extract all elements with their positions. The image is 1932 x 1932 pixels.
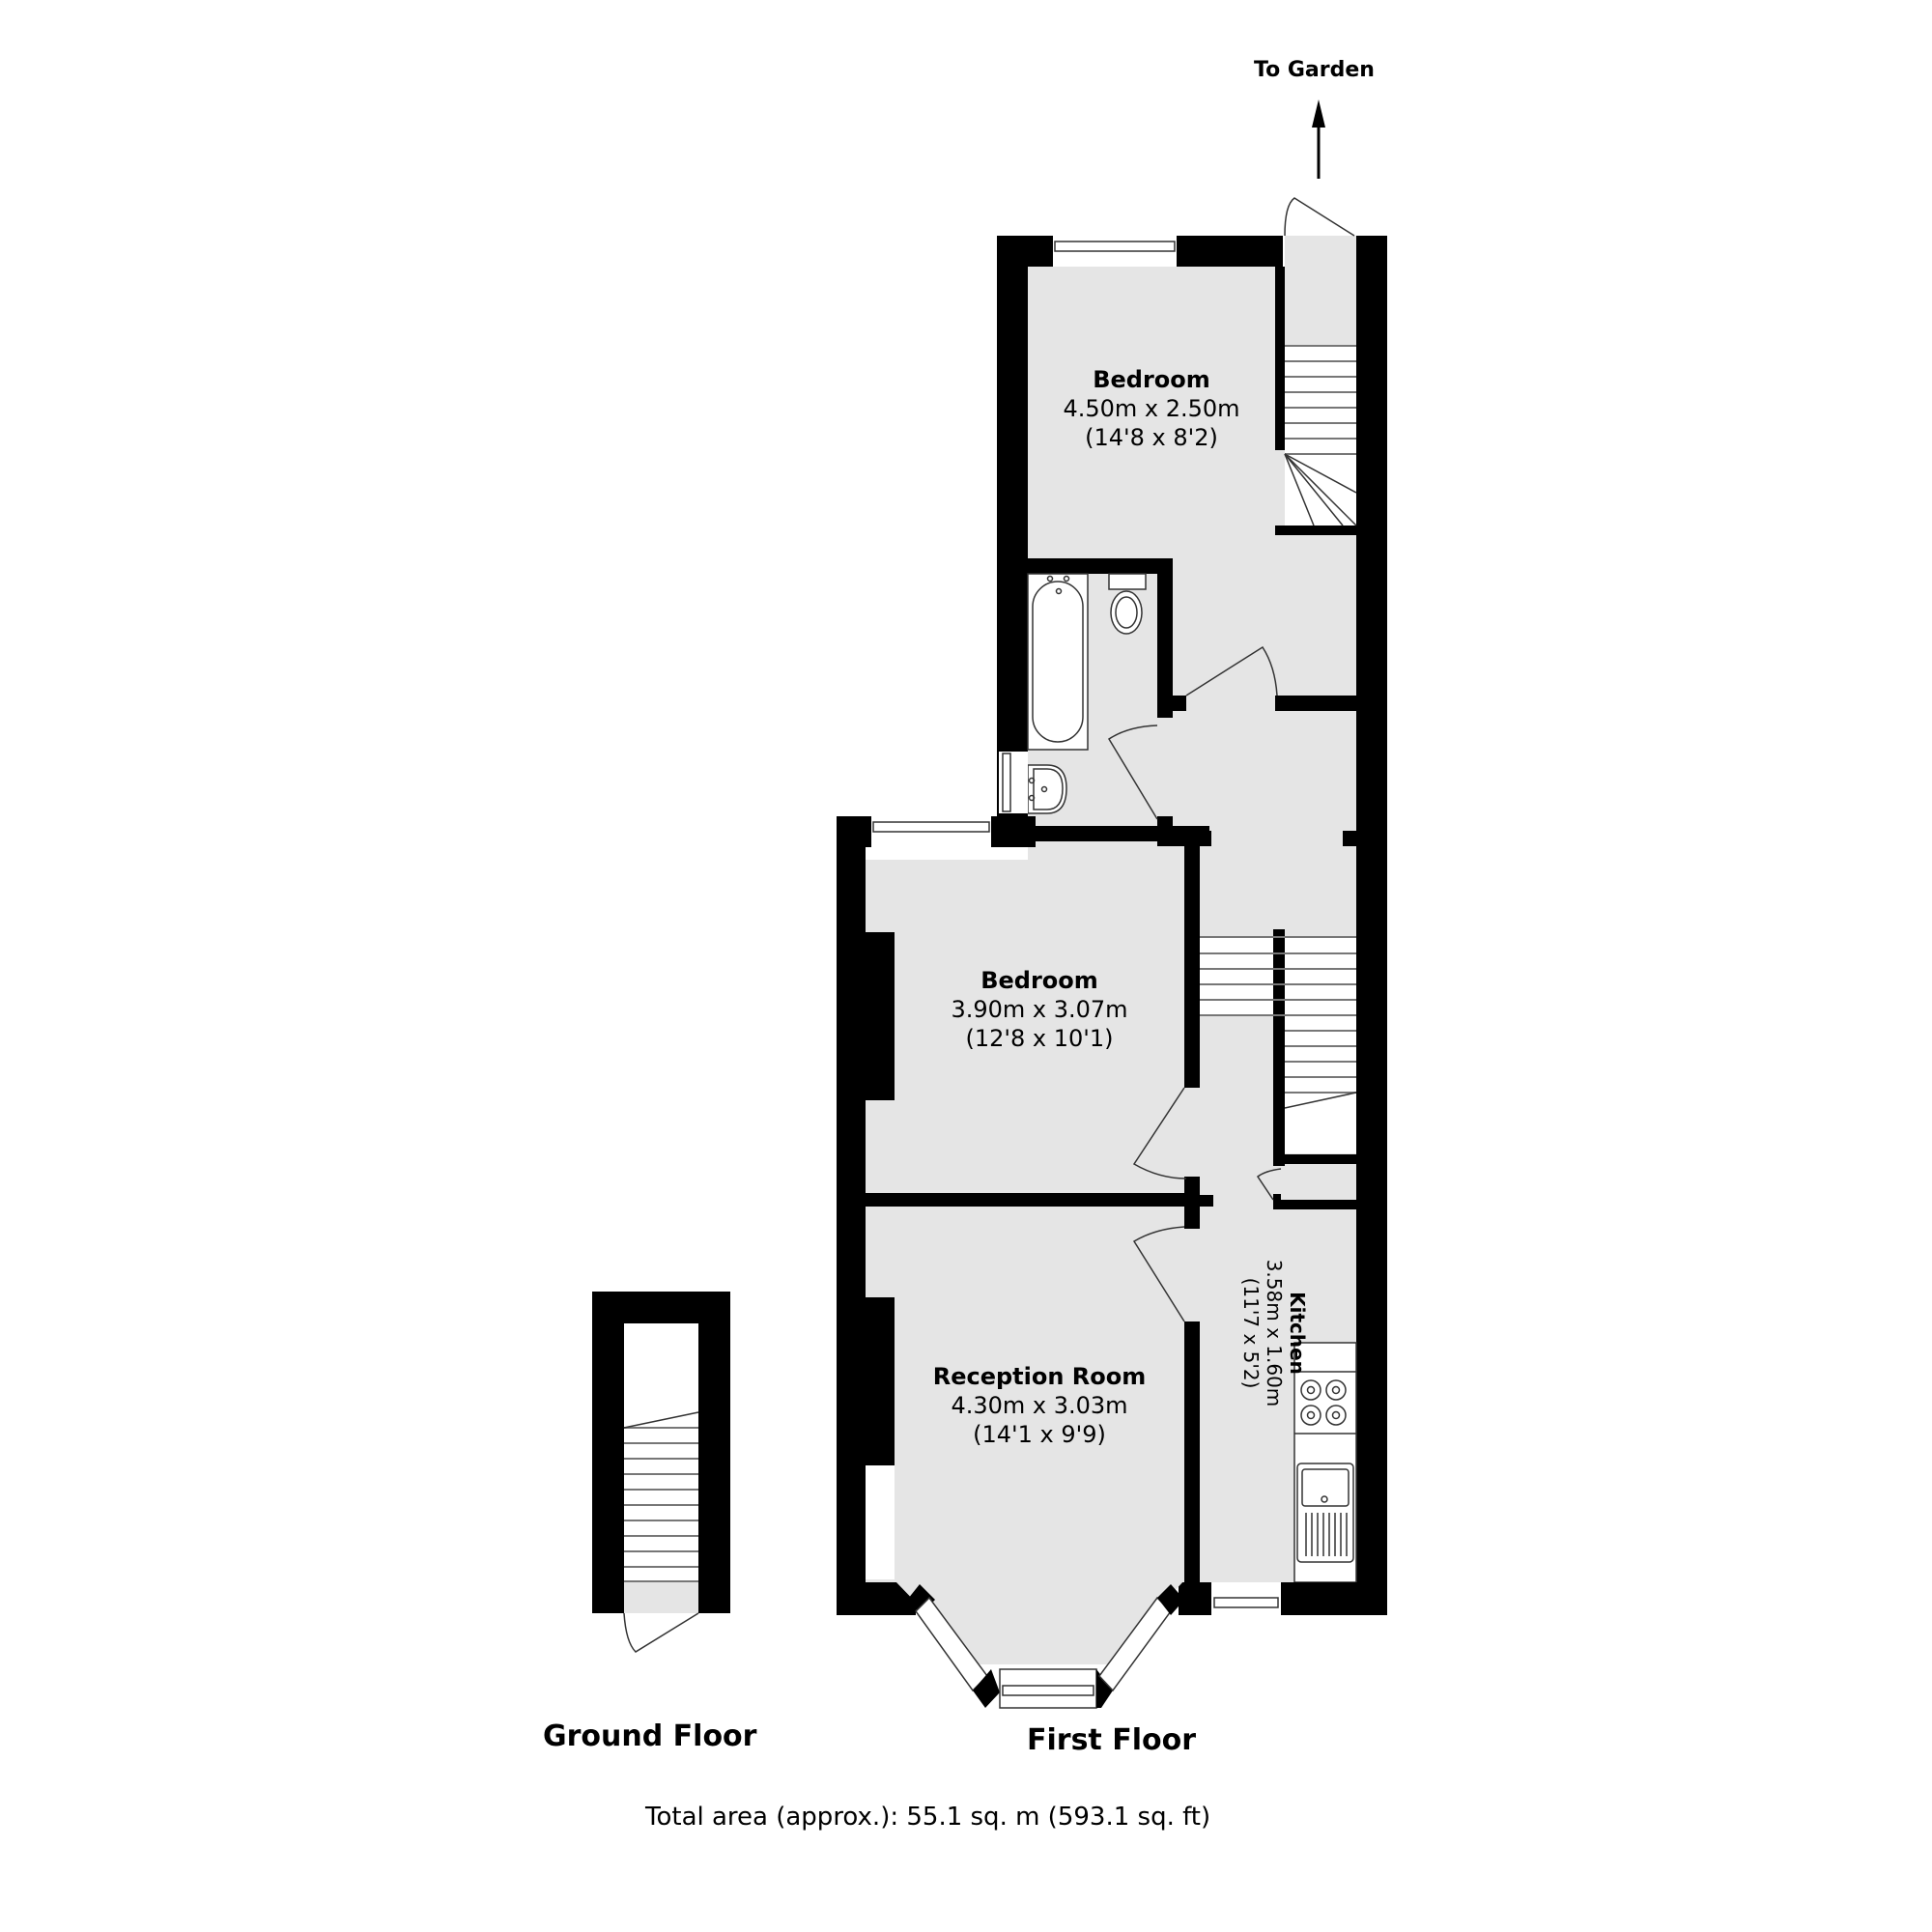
total-area-text: Total area (approx.): 55.1 sq. m (593.1 … [645,1803,1211,1832]
room-dimensions-metric: 3.58m x 1.60m [1263,1259,1286,1407]
room-name: Kitchen [1286,1292,1309,1375]
room-label-reception: Reception Room 4.30m x 3.03m (14'1 x 9'9… [895,1362,1184,1449]
room-name: Bedroom [980,967,1098,994]
room-name: Reception Room [932,1363,1147,1390]
floor-title-ground: Ground Floor [543,1719,757,1753]
room-name: Bedroom [1093,366,1210,393]
to-garden-label: To Garden [1254,58,1375,82]
room-dimensions-imperial: (12'8 x 10'1) [965,1025,1114,1052]
room-dimensions-imperial: (11'7 x 5'2) [1239,1277,1263,1389]
floor-title-first: First Floor [1027,1723,1197,1757]
room-label-bedroom-rear: Bedroom 4.50m x 2.50m (14'8 x 8'2) [1028,365,1275,452]
arrow-up-icon [1312,99,1325,179]
room-dimensions-metric: 4.30m x 3.03m [951,1392,1128,1419]
room-dimensions-imperial: (14'8 x 8'2) [1085,424,1218,451]
hob-icon [1300,1379,1347,1426]
first-floor-plan [837,197,1387,1709]
room-dimensions-metric: 4.50m x 2.50m [1063,395,1240,422]
room-label-bedroom-middle: Bedroom 3.90m x 3.07m (12'8 x 10'1) [895,966,1184,1053]
sink-icon [1296,1463,1354,1563]
ground-floor-plan [592,1292,730,1653]
room-dimensions-metric: 3.90m x 3.07m [951,996,1128,1023]
room-label-kitchen: Kitchen 3.58m x 1.60m (11'7 x 5'2) [1232,1246,1309,1420]
room-dimensions-imperial: (14'1 x 9'9) [973,1421,1106,1448]
